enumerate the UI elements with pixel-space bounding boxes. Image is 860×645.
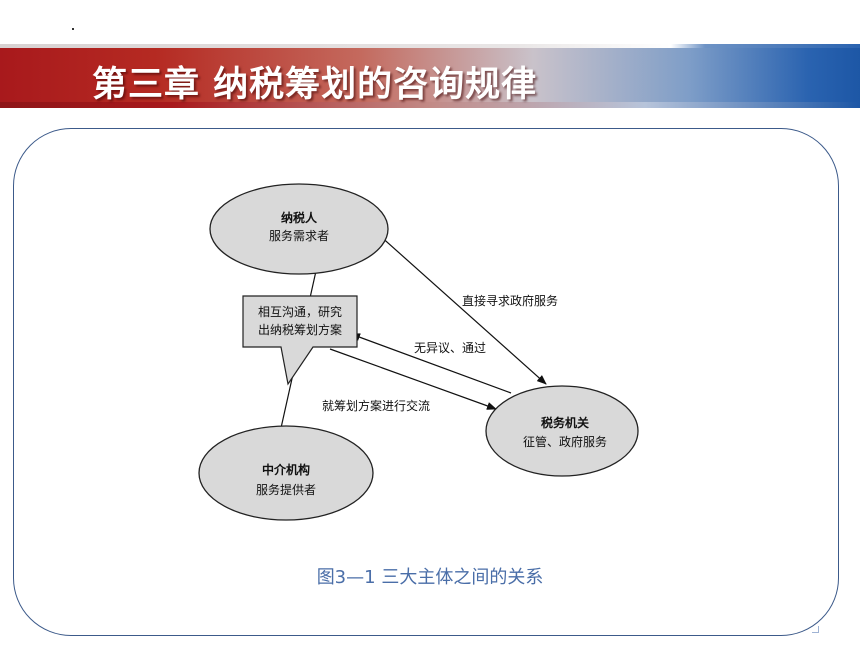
tax-authority-role: 征管、政府服务 xyxy=(523,434,607,449)
agency-role: 服务提供者 xyxy=(256,482,316,497)
arrow-direct-service xyxy=(377,233,547,385)
edge-label-direct: 直接寻求政府服务 xyxy=(462,293,558,308)
callout-line-1: 相互沟通，研究 xyxy=(258,304,342,319)
title-bar-top-strip xyxy=(0,44,860,48)
tax-authority-label: 税务机关 xyxy=(541,415,589,430)
taxpayer-label: 纳税人 xyxy=(281,210,318,225)
tax-authority-node xyxy=(485,385,639,477)
title-bar-bottom-strip xyxy=(0,102,860,108)
taxpayer-role: 服务需求者 xyxy=(269,228,329,243)
page-corner-mark xyxy=(812,626,819,633)
taxpayer-node xyxy=(209,183,389,275)
agency-label: 中介机构 xyxy=(262,462,310,477)
decor-dot xyxy=(72,28,74,30)
arrow-exchange xyxy=(329,348,497,410)
edge-label-approve: 无异议、通过 xyxy=(414,341,486,355)
content-frame xyxy=(13,128,839,636)
agency-node xyxy=(198,425,374,521)
callout-box xyxy=(242,295,358,386)
arrow-approval xyxy=(350,333,512,394)
edge-label-exchange: 就筹划方案进行交流 xyxy=(322,398,430,413)
figure-caption: 图3—1 三大主体之间的关系 xyxy=(316,567,544,588)
callout-line-2: 出纳税筹划方案 xyxy=(258,322,342,337)
title-bar xyxy=(0,44,860,108)
slide-title: 第三章 纳税筹划的咨询规律 xyxy=(92,64,538,105)
